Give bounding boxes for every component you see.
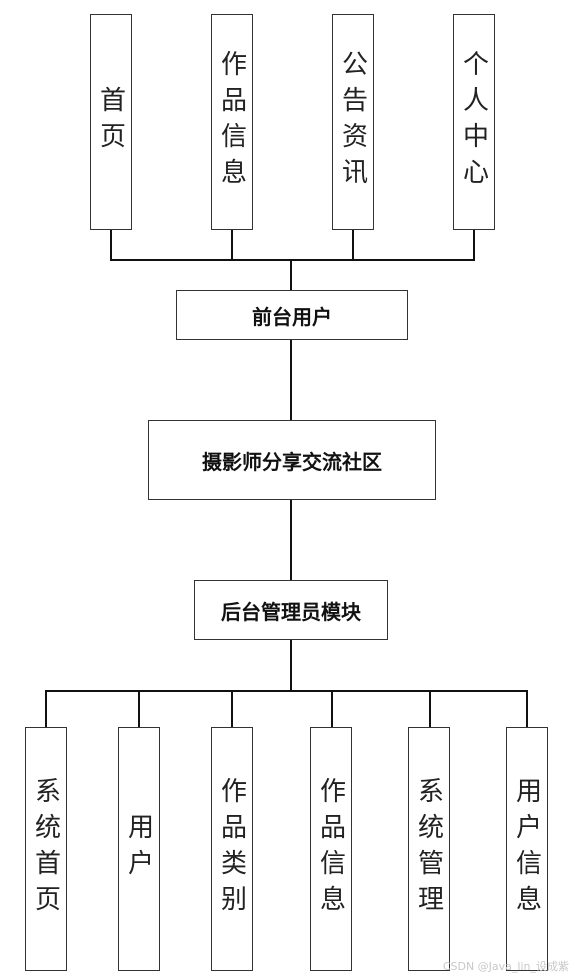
connector-line	[231, 690, 233, 727]
connector-line	[352, 230, 354, 260]
connector-line	[45, 690, 528, 692]
module-box-system-management: 系统管理	[408, 727, 450, 971]
module-box-user-info: 用户信息	[506, 727, 548, 971]
connector-line	[473, 230, 475, 260]
module-label-home: 首页	[95, 86, 126, 158]
admin-module-box: 后台管理员模块	[194, 580, 388, 640]
connector-line	[290, 500, 292, 580]
connector-line	[290, 640, 292, 690]
module-box-users: 用户	[118, 727, 160, 971]
module-box-works-info: 作品信息	[211, 14, 253, 230]
module-box-admin-works-info: 作品信息	[310, 727, 352, 971]
admin-module-label: 后台管理员模块	[221, 599, 361, 624]
watermark-text: CSDN @Java_lin_设成紫	[442, 960, 569, 973]
connector-line	[526, 690, 528, 727]
module-label-works-info: 作品信息	[216, 50, 247, 194]
connector-line	[331, 690, 333, 727]
system-name-box: 摄影师分享交流社区	[148, 420, 436, 500]
module-label-system-home: 系统首页	[30, 777, 61, 921]
connector-line	[110, 230, 112, 260]
connector-line	[429, 690, 431, 727]
system-name-label: 摄影师分享交流社区	[202, 449, 382, 474]
connector-line	[110, 259, 475, 261]
module-label-system-management: 系统管理	[413, 777, 444, 921]
connector-line	[290, 340, 292, 420]
front-user-label: 前台用户	[252, 304, 332, 329]
connector-line	[231, 230, 233, 260]
front-user-box: 前台用户	[176, 290, 408, 340]
module-box-personal-center: 个人中心	[453, 14, 495, 230]
module-label-user-info: 用户信息	[511, 777, 542, 921]
module-box-home: 首页	[90, 14, 132, 230]
module-label-users: 用户	[123, 813, 154, 885]
module-box-work-categories: 作品类别	[211, 727, 253, 971]
module-label-announcements: 公告资讯	[337, 50, 368, 194]
connector-line	[45, 690, 47, 727]
module-label-work-categories: 作品类别	[216, 777, 247, 921]
module-box-announcements: 公告资讯	[332, 14, 374, 230]
module-label-admin-works-info: 作品信息	[315, 777, 346, 921]
connector-line	[290, 259, 292, 290]
module-label-personal-center: 个人中心	[458, 50, 489, 194]
module-box-system-home: 系统首页	[25, 727, 67, 971]
connector-line	[138, 690, 140, 727]
